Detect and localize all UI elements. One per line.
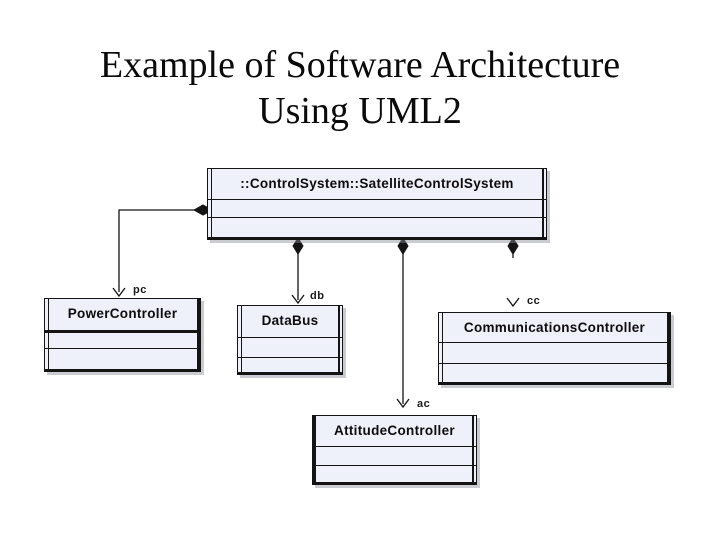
port-label-db: db xyxy=(310,290,325,302)
slide-title-line2: Using UML2 xyxy=(258,90,462,132)
connector-pc xyxy=(112,204,214,298)
compartment-divider xyxy=(313,465,476,467)
compartment-divider xyxy=(45,330,200,333)
compartment-divider xyxy=(208,199,546,201)
slide-title-line1: Example of Software Architecture xyxy=(99,44,621,86)
double-edge-left xyxy=(47,299,49,369)
double-edge-right xyxy=(472,416,474,482)
connector-cc xyxy=(506,237,520,308)
composition-diamond-ac xyxy=(397,237,409,255)
uml-box-title: CommunicationsController xyxy=(463,320,646,335)
port-label-pc: pc xyxy=(133,284,147,296)
uml-box-title: DataBus xyxy=(261,313,319,328)
open-arrowhead-db xyxy=(291,294,305,305)
uml-box-communications-controller: CommunicationsController xyxy=(438,312,671,385)
uml-box-attitude-controller: AttitudeController xyxy=(312,415,477,485)
uml-box-title: PowerController xyxy=(67,306,178,321)
open-arrowhead-pc xyxy=(112,287,126,298)
slide-title: Example of Software Architecture Using U… xyxy=(0,42,720,134)
connector-ac xyxy=(396,237,410,409)
compartment-divider xyxy=(439,342,670,344)
thick-edge-right xyxy=(197,299,201,369)
thick-edge-right xyxy=(667,313,671,382)
double-edge-right xyxy=(542,169,544,237)
open-arrowhead-ac xyxy=(396,398,410,409)
compartment-divider xyxy=(238,357,342,359)
double-edge-left xyxy=(210,169,212,237)
composition-diamond-db xyxy=(292,237,304,255)
double-edge-left xyxy=(240,306,242,372)
compartment-divider xyxy=(45,348,200,350)
thick-edge-left xyxy=(312,416,316,482)
port-label-cc: cc xyxy=(527,295,541,307)
compartment-divider xyxy=(208,217,546,219)
double-edge-right xyxy=(338,306,340,372)
port-label-ac: ac xyxy=(417,398,431,410)
composition-diamond-cc xyxy=(507,237,519,255)
uml-box-power-controller: PowerController xyxy=(44,298,201,372)
double-edge-left xyxy=(441,313,443,382)
open-arrowhead-cc xyxy=(506,297,520,308)
compartment-divider xyxy=(313,446,476,448)
uml-box-title: AttitudeController xyxy=(334,423,455,438)
uml-box-data-bus: DataBus xyxy=(237,305,343,375)
uml-box-satellite-control-system: ::ControlSystem::SatelliteControlSystem xyxy=(207,168,547,240)
compartment-divider xyxy=(439,363,670,365)
connector-db xyxy=(291,237,305,305)
uml-box-title: ::ControlSystem::SatelliteControlSystem xyxy=(240,176,514,191)
compartment-divider xyxy=(238,337,342,339)
